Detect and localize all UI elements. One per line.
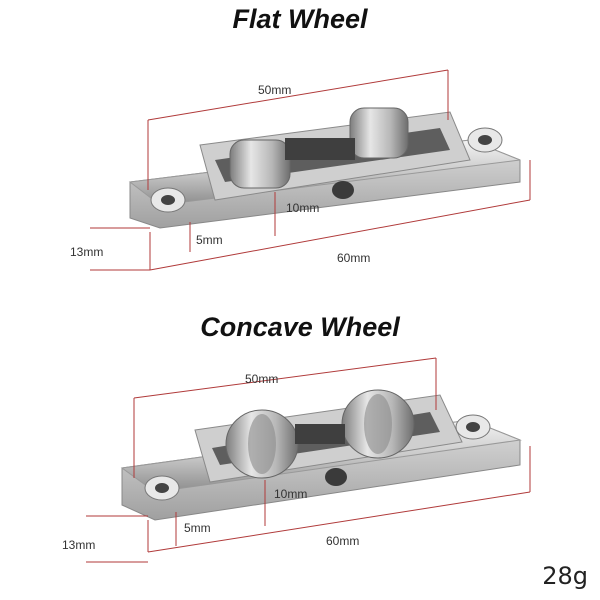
flat-dim-5mm: 5mm [196,233,223,247]
concave-dim-50mm: 50mm [245,372,278,386]
concave-wheel-title: Concave Wheel [200,312,400,342]
concave-wheel-right [341,389,415,459]
concave-dim-13mm: 13mm [62,538,95,552]
concave-dimension-lines [86,357,531,563]
flat-dim-60mm: 60mm [337,251,370,265]
flat-dimension-lines [90,69,531,271]
concave-dim-5mm: 5mm [184,521,211,535]
flat-wheel-right [349,107,409,159]
concave-dim-10mm: 10mm [274,487,307,501]
screw-hole-left [144,475,180,501]
screw-hole-right [467,127,503,153]
flat-dim-13mm: 13mm [70,245,103,259]
flat-dim-50mm: 50mm [258,83,291,97]
axle-hole [325,468,347,486]
flat-dim-10mm: 10mm [286,201,319,215]
concave-dim-60mm: 60mm [326,534,359,548]
flat-wheel-roller [128,107,521,229]
screw-hole-left [150,187,186,213]
flat-wheel-left [229,139,291,189]
screw-hole-right [455,414,491,440]
concave-wheel-roller [120,389,522,521]
concave-wheel-left [225,409,299,479]
flat-wheel-title: Flat Wheel [232,4,368,34]
axle-hole [332,181,354,199]
weight-label: 28g [542,562,588,590]
